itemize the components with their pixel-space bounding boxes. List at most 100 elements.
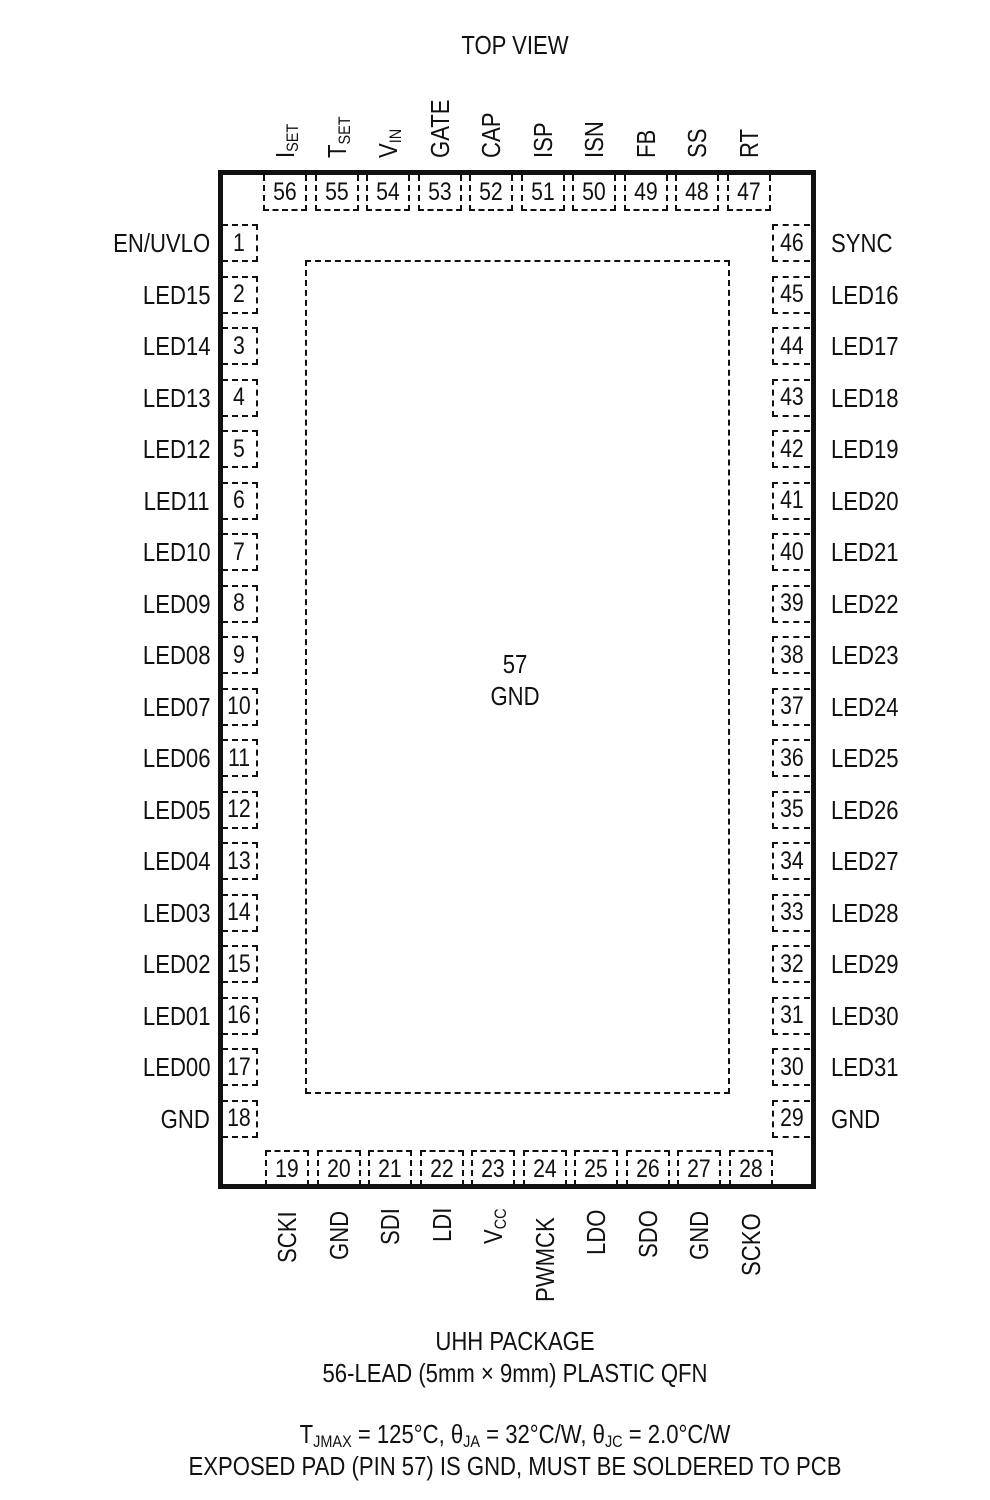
pin-label-17: LED00 bbox=[142, 1052, 210, 1082]
pin-label-1: EN/UVLO bbox=[112, 228, 210, 258]
pin-21: 21 bbox=[368, 1150, 412, 1186]
pin-label-26: SDO bbox=[632, 1210, 663, 1258]
pin-25: 25 bbox=[574, 1150, 618, 1186]
pin-28: 28 bbox=[728, 1150, 773, 1186]
pin-46: 46 bbox=[772, 224, 810, 262]
pin-label-23: VCC bbox=[478, 1208, 510, 1244]
pin-label-35: LED26 bbox=[831, 794, 899, 825]
package-description: 56-LEAD (5mm × 9mm) PLASTIC QFN bbox=[322, 1358, 708, 1388]
pin-label-32: LED29 bbox=[831, 949, 899, 979]
pin-label-39: LED22 bbox=[831, 588, 899, 619]
pin-18: 18 bbox=[222, 1099, 258, 1138]
pin-41: 41 bbox=[772, 481, 810, 520]
pin-35: 35 bbox=[772, 790, 810, 829]
pin-label-22: LDI bbox=[426, 1207, 457, 1242]
pin-7: 7 bbox=[222, 533, 258, 571]
pin-label-50: ISN bbox=[579, 121, 609, 158]
pin-51: 51 bbox=[520, 175, 565, 211]
pin-label-30: LED31 bbox=[831, 1052, 899, 1082]
pin-label-45: LED16 bbox=[831, 279, 899, 310]
pin-34: 34 bbox=[772, 842, 810, 880]
pin-label-3: LED14 bbox=[142, 331, 210, 361]
pin-20: 20 bbox=[316, 1150, 361, 1186]
pin-53: 53 bbox=[417, 175, 462, 211]
pin-1: 1 bbox=[222, 224, 258, 262]
pin-11: 11 bbox=[222, 739, 258, 777]
pin-label-36: LED25 bbox=[831, 743, 899, 773]
pin-5: 5 bbox=[222, 430, 258, 468]
pin-label-21: SDI bbox=[375, 1208, 405, 1245]
pin-label-46: SYNC bbox=[831, 228, 893, 258]
pin-42: 42 bbox=[772, 430, 810, 468]
pin-label-2: LED15 bbox=[142, 279, 210, 310]
pin-44: 44 bbox=[772, 327, 810, 365]
pin-label-41: LED20 bbox=[831, 485, 899, 516]
exposed-pad-number: 57 bbox=[502, 649, 528, 679]
pin-label-11: LED06 bbox=[142, 743, 210, 773]
pin-16: 16 bbox=[222, 996, 258, 1035]
exposed-pad-name: GND bbox=[490, 681, 540, 711]
exposed-pad bbox=[305, 260, 730, 1094]
pin-56: 56 bbox=[263, 175, 307, 211]
pin-22: 22 bbox=[419, 1150, 464, 1186]
pin-label-52: CAP bbox=[476, 112, 506, 158]
pin-19: 19 bbox=[265, 1150, 309, 1186]
pin-13: 13 bbox=[222, 842, 258, 880]
pin-label-31: LED30 bbox=[831, 1000, 899, 1031]
pin-8: 8 bbox=[222, 584, 258, 623]
pin-label-16: LED01 bbox=[142, 1000, 210, 1031]
pin-3: 3 bbox=[222, 327, 258, 365]
pin-label-33: LED28 bbox=[831, 897, 899, 928]
pin-4: 4 bbox=[222, 378, 258, 417]
pin-40: 40 bbox=[772, 533, 810, 571]
pin-label-14: LED03 bbox=[142, 897, 210, 928]
pin-label-28: SCKO bbox=[735, 1213, 766, 1276]
pin-26: 26 bbox=[625, 1150, 670, 1186]
pin-27: 27 bbox=[677, 1150, 721, 1186]
pin-17: 17 bbox=[222, 1048, 258, 1086]
pin-label-51: ISP bbox=[527, 122, 558, 158]
pin-label-18: GND bbox=[160, 1103, 210, 1134]
pin-label-20: GND bbox=[323, 1210, 354, 1260]
pin-label-25: LDO bbox=[581, 1209, 611, 1255]
pin-29: 29 bbox=[772, 1099, 810, 1138]
view-title: TOP VIEW bbox=[461, 30, 569, 60]
pin-30: 30 bbox=[772, 1048, 810, 1086]
pin-label-42: LED19 bbox=[831, 434, 899, 464]
pin-label-29: GND bbox=[831, 1103, 881, 1134]
pin-label-13: LED04 bbox=[142, 846, 210, 876]
pin-label-37: LED24 bbox=[831, 691, 899, 722]
pin-label-19: SCKI bbox=[272, 1211, 302, 1263]
pin-39: 39 bbox=[772, 584, 810, 623]
pin-label-47: RT bbox=[733, 128, 764, 158]
pin-label-56: ISET bbox=[270, 123, 302, 158]
pin-label-34: LED27 bbox=[831, 846, 899, 876]
pin-label-38: LED23 bbox=[831, 640, 899, 670]
pin-45: 45 bbox=[772, 275, 810, 314]
pin-label-5: LED12 bbox=[142, 434, 210, 464]
pin-label-43: LED18 bbox=[831, 382, 899, 413]
pin-label-6: LED11 bbox=[144, 485, 210, 516]
exposed-pad-note: EXPOSED PAD (PIN 57) IS GND, MUST BE SOL… bbox=[188, 1451, 842, 1481]
pin-label-12: LED05 bbox=[142, 794, 210, 825]
pin-6: 6 bbox=[222, 481, 258, 520]
pin-50: 50 bbox=[572, 175, 616, 211]
pin-label-49: FB bbox=[630, 129, 661, 158]
pin-52: 52 bbox=[469, 175, 513, 211]
pin-2: 2 bbox=[222, 275, 258, 314]
pin-label-10: LED07 bbox=[142, 691, 210, 722]
pin-31: 31 bbox=[772, 996, 810, 1035]
pin-label-40: LED21 bbox=[831, 537, 899, 567]
pin-label-55: TSET bbox=[321, 116, 354, 158]
pin-37: 37 bbox=[772, 687, 810, 726]
pin-38: 38 bbox=[772, 636, 810, 674]
pin-label-7: LED10 bbox=[142, 537, 210, 567]
pin-15: 15 bbox=[222, 945, 258, 983]
pin-9: 9 bbox=[222, 636, 258, 674]
package-name: UHH PACKAGE bbox=[435, 1326, 595, 1356]
pin-label-15: LED02 bbox=[142, 949, 210, 979]
pin-33: 33 bbox=[772, 893, 810, 932]
pin-label-48: SS bbox=[682, 128, 712, 158]
pin-48: 48 bbox=[675, 175, 719, 211]
thermal-specs: TJMAX = 125°C, θJA = 32°C/W, θJC = 2.0°C… bbox=[299, 1419, 731, 1451]
